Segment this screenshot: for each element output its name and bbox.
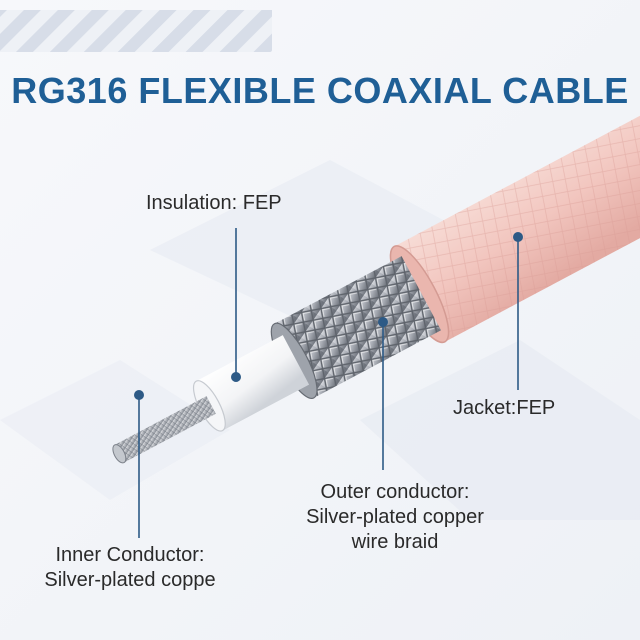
pointer-jacket	[513, 232, 523, 390]
label-inner-line-2: Silver-plated coppe	[44, 569, 216, 591]
label-outer-line-1: Outer conductor:	[320, 481, 470, 503]
label-inner-conductor: Inner Conductor: Silver-plated coppe	[30, 543, 230, 593]
label-outer-line-2: Silver-plated copper	[306, 506, 484, 528]
label-insulation: Insulation: FEP	[146, 192, 282, 214]
pointer-insulation	[231, 228, 241, 382]
pointer-inner-conductor	[134, 390, 144, 538]
pointer-outer-conductor	[378, 317, 388, 470]
page-title: RG316 FLEXIBLE COAXIAL CABLE	[11, 70, 629, 111]
decorative-stripe-band	[0, 10, 272, 52]
inner-conductor	[112, 396, 216, 464]
label-outer-conductor: Outer conductor: Silver-plated copper wi…	[280, 480, 510, 555]
label-inner-line-1: Inner Conductor:	[55, 544, 205, 566]
decorative-shape	[360, 340, 640, 520]
label-outer-line-3: wire braid	[351, 531, 439, 553]
label-jacket: Jacket:FEP	[453, 397, 556, 419]
decorative-shape	[0, 360, 230, 500]
